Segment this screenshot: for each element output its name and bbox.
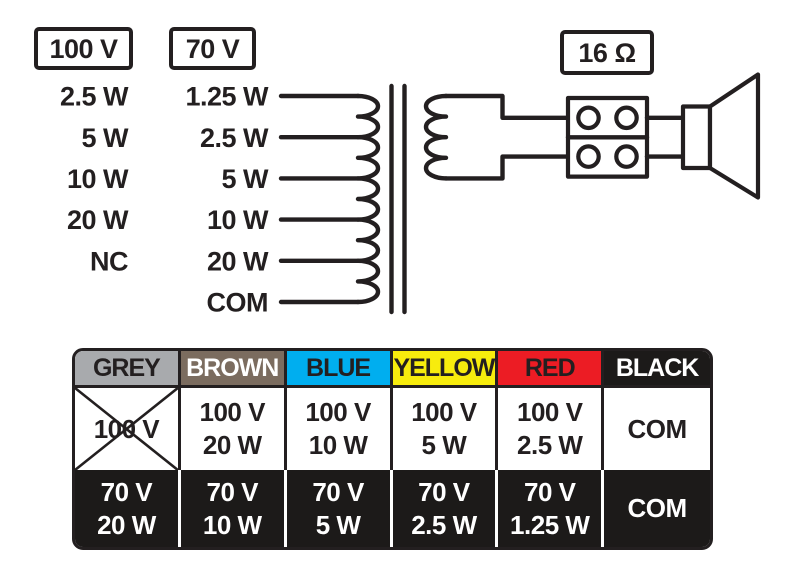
cell-text: 100 V: [199, 397, 266, 427]
crossed-out-x-icon: [75, 388, 178, 470]
cell-70v-brown: 70 V 10 W: [180, 470, 287, 547]
secondary-lead-bottom: [443, 154, 571, 181]
cell-100v-blue: 100 V 10 W: [286, 388, 393, 470]
tap-70v-row-0: 1.25 W: [185, 82, 269, 112]
cell-text: 10 W: [308, 430, 368, 460]
cell-text: 100 V: [517, 397, 583, 427]
tap-100v-row-3: 20 W: [67, 205, 129, 235]
cell-70v-grey: 70 V 20 W: [75, 470, 181, 547]
speaker-driver: [680, 104, 713, 171]
tap-100v-row-2: 10 W: [67, 164, 129, 194]
cell-100v-yellow: 100 V 5 W: [392, 388, 499, 470]
box-100v: [34, 27, 133, 70]
cell-text: 70 V: [312, 476, 364, 507]
table-header-blue: BLUE: [286, 351, 393, 388]
box-100v-label: 100 V: [49, 34, 118, 64]
cell-100v-grey: 100 V: [75, 388, 181, 470]
box-impedance: [560, 30, 654, 75]
tap-70v-row-2: 5 W: [221, 164, 269, 194]
cell-text: 100 V: [93, 413, 160, 444]
cell-100v-red: 100 V 2.5 W: [498, 388, 605, 470]
table-header-yellow: YELLOW: [392, 351, 499, 388]
cell-text: 100 V: [305, 397, 371, 427]
cell-70v-yellow: 70 V 2.5 W: [392, 470, 499, 547]
cell-text: 5 W: [421, 430, 467, 460]
table-header-black: BLACK: [604, 351, 710, 388]
cell-text: 70 V: [418, 476, 470, 507]
cell-text: 20 W: [202, 430, 262, 460]
table-header-grey: GREY: [75, 351, 181, 388]
cell-100v-brown: 100 V 20 W: [180, 388, 287, 470]
cell-text: 1.25 W: [510, 509, 590, 540]
transformer-wiring-diagram: 100 V 70 V 16 Ω 2.5 W 5 W 10 W 20 W NC 1…: [34, 27, 761, 318]
cell-70v-blue: 70 V 5 W: [286, 470, 393, 547]
terminal-screw-bottom-right: [614, 144, 639, 169]
tap-70v-row-5: COM: [207, 288, 269, 318]
cell-text: COM: [627, 493, 687, 523]
tap-70v-row-3: 10 W: [207, 205, 269, 235]
cell-text: 100 V: [411, 397, 477, 427]
tap-100v-row-1: 5 W: [81, 123, 129, 153]
cell-text: 2.5 W: [411, 509, 477, 540]
tap-100v-row-0: 2.5 W: [60, 82, 129, 112]
box-70v: [169, 27, 256, 70]
cell-text: COM: [627, 413, 687, 444]
tap-70v-row-1: 2.5 W: [200, 123, 269, 153]
cell-100v-black: COM: [604, 388, 710, 470]
tap-70v-row-4: 20 W: [207, 247, 269, 277]
cell-text: 70 V: [206, 476, 258, 507]
cell-text: 70 V: [523, 476, 576, 507]
cell-text: 70 V: [100, 476, 153, 507]
cell-text: 10 W: [202, 509, 262, 540]
cell-text: 2.5 W: [517, 430, 583, 460]
secondary-winding-coil: [423, 93, 449, 181]
cell-70v-black: COM: [604, 470, 710, 547]
speaker-horn-icon: [707, 72, 761, 200]
terminal-screw-bottom-left: [576, 144, 601, 169]
terminal-screw-top-left: [576, 105, 601, 131]
table-header-brown: BROWN: [180, 351, 287, 388]
tap-100v-row-4: NC: [90, 247, 128, 277]
terminal-screw-top-right: [614, 105, 639, 131]
table-header-red: RED: [498, 351, 605, 388]
wire-color-table: GREY BROWN BLUE YELLOW RED BLACK 100 V 1…: [72, 348, 713, 550]
impedance-label: 16 Ω: [578, 38, 635, 68]
cell-text: 20 W: [97, 509, 156, 540]
cell-text: 5 W: [315, 509, 361, 540]
primary-winding-coil: [355, 93, 381, 305]
secondary-lead-top: [443, 93, 571, 120]
box-70v-label: 70 V: [186, 34, 240, 64]
cell-70v-red: 70 V 1.25 W: [498, 470, 605, 547]
